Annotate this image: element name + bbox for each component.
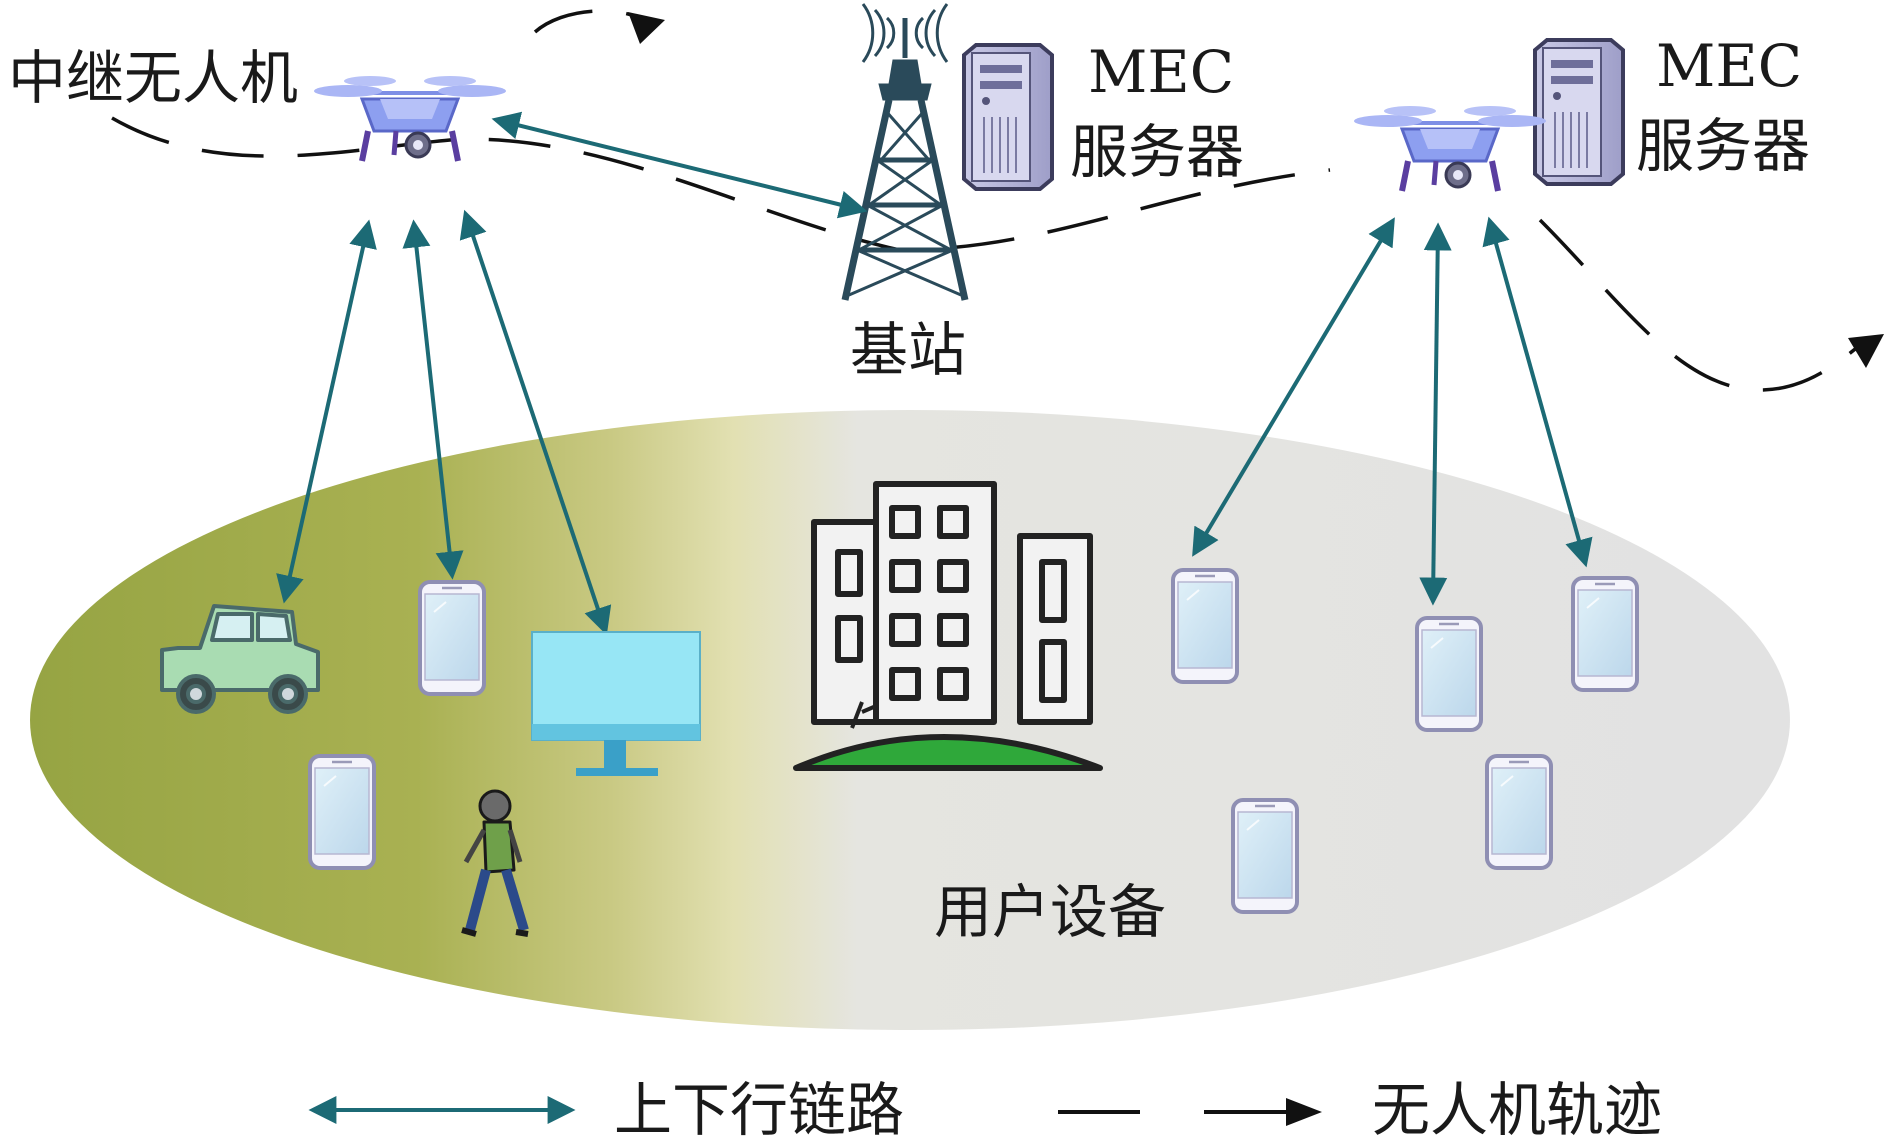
trajectory-arrowhead-top xyxy=(628,12,665,44)
legend: 上下行链路 无人机轨迹 xyxy=(308,1076,1662,1142)
smartphone-icon xyxy=(1485,754,1553,870)
legend-trajectory-label: 无人机轨迹 xyxy=(1372,1076,1662,1142)
building-icon xyxy=(793,481,1103,771)
mec-server-icon-1 xyxy=(962,43,1054,191)
smartphone-icon xyxy=(1415,616,1483,732)
base-station-tower-icon xyxy=(841,3,969,301)
smartphone-icon xyxy=(418,580,486,696)
user-devices-label: 用户设备 xyxy=(934,878,1166,946)
car-icon xyxy=(160,604,320,714)
pedestrian-icon xyxy=(461,789,529,937)
mec-server-1-label-line2: 服务器 xyxy=(1070,118,1244,186)
trajectory-arrowhead-right xyxy=(1848,334,1884,368)
monitor-icon xyxy=(531,631,701,776)
smartphone-icon xyxy=(308,754,376,870)
mec-server-1-label-line1: MEC xyxy=(1088,38,1234,106)
uplink-downlink-arrows xyxy=(276,111,1593,636)
mec-server-2-label-line2: 服务器 xyxy=(1636,112,1810,180)
mec-uav-drone-icon xyxy=(1354,106,1546,191)
base-station-label: 基站 xyxy=(850,316,966,384)
mec-server-icon-2 xyxy=(1533,38,1625,186)
legend-link-label: 上下行链路 xyxy=(614,1076,904,1142)
smartphone-icon xyxy=(1171,568,1239,684)
relay-uav-label: 中继无人机 xyxy=(8,44,298,112)
smartphone-icon xyxy=(1231,798,1299,914)
smartphone-icon xyxy=(1571,576,1639,692)
relay-uav-drone-icon xyxy=(314,76,506,161)
legend-trajectory-arrowhead xyxy=(1286,1098,1322,1126)
mec-server-2-label-line1: MEC xyxy=(1656,32,1802,100)
